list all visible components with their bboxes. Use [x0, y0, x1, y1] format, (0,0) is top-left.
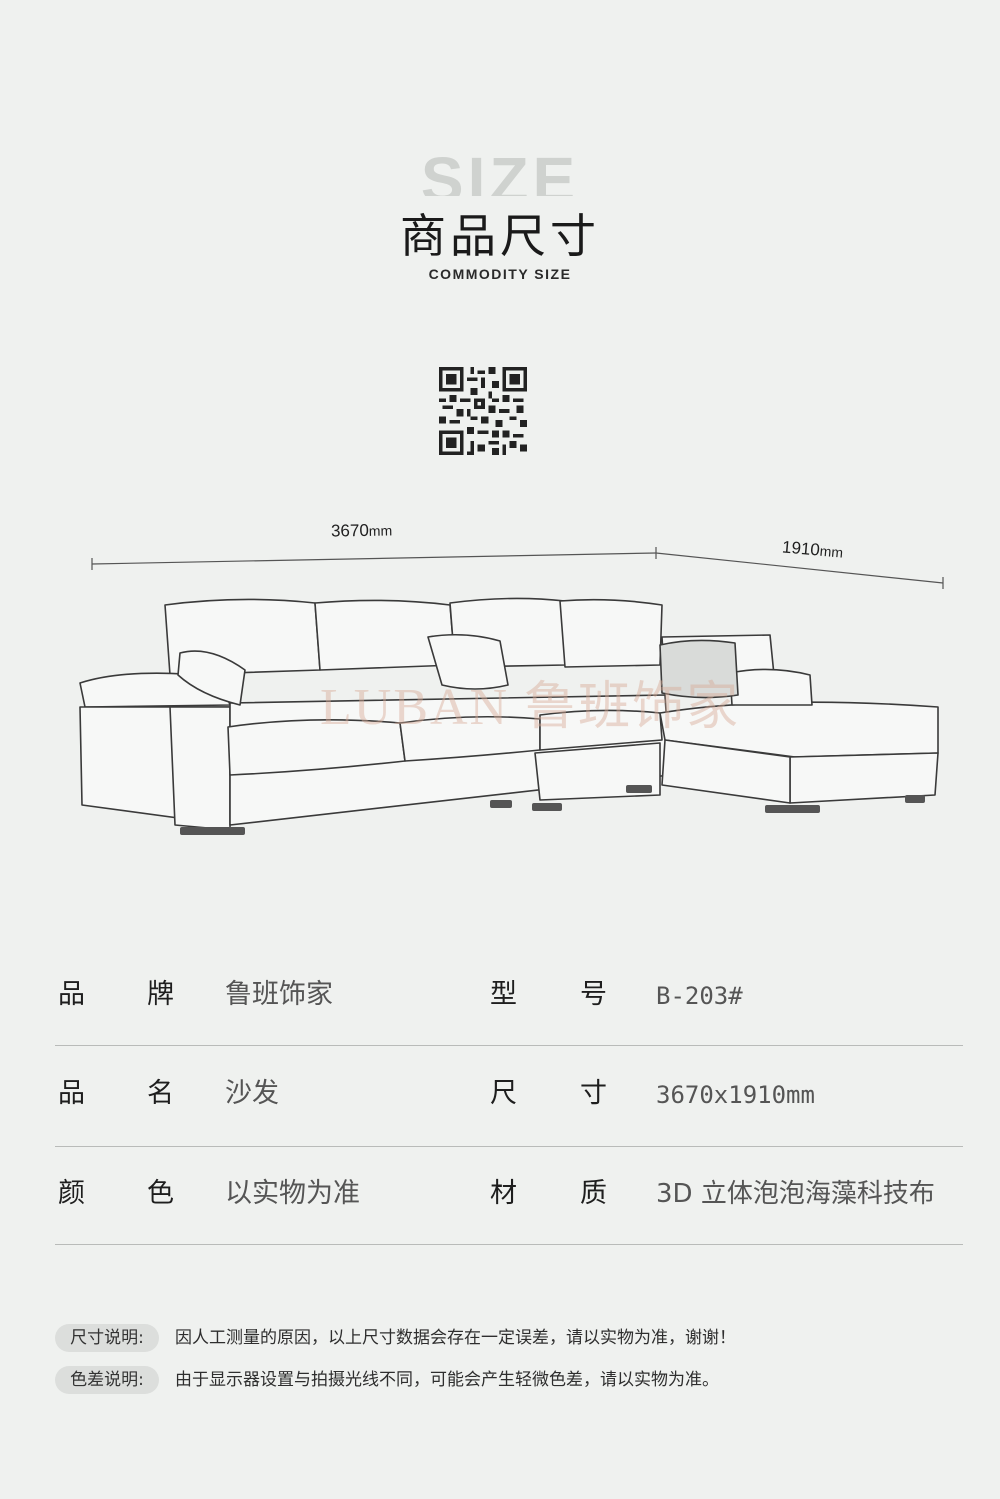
spec-label-model-b: 号: [580, 979, 607, 1010]
spec-divider: [55, 1045, 963, 1046]
spec-divider: [55, 1244, 963, 1245]
spec-value-material: 3D 立体泡泡海藻科技布: [656, 1179, 935, 1209]
note-tag-color: 色差说明:: [55, 1366, 159, 1394]
spec-value-brand: 鲁班饰家: [225, 979, 333, 1010]
sofa-sketch-image: [79, 597, 939, 835]
spec-label-material-b: 质: [580, 1178, 607, 1209]
dimension-lines: [91, 547, 944, 589]
spec-label-color-b: 色: [147, 1178, 174, 1209]
note-text-size: 因人工测量的原因，以上尺寸数据会存在一定误差，请以实物为准，谢谢！: [175, 1328, 736, 1348]
spec-value-name: 沙发: [225, 1078, 279, 1109]
spec-divider: [55, 1146, 963, 1147]
length-dimension-label: 3670mm: [330, 520, 393, 541]
spec-label-size-a: 尺: [490, 1078, 517, 1109]
spec-label-color-a: 颜: [58, 1178, 85, 1209]
note-text-color: 由于显示器设置与拍摄光线不同，可能会产生轻微色差，请以实物为准。: [175, 1370, 719, 1390]
spec-value-color: 以实物为准: [225, 1178, 360, 1209]
page-subtitle: COMMODITY SIZE: [428, 266, 572, 282]
spec-value-size: 3670x1910mm: [656, 1081, 815, 1109]
qr-code-icon[interactable]: [439, 367, 527, 455]
brand-watermark: LUBAN 鲁班饰家: [320, 679, 741, 736]
spec-label-brand-a: 品: [58, 979, 85, 1010]
spec-label-size-b: 寸: [580, 1078, 607, 1109]
spec-label-brand-b: 牌: [147, 979, 174, 1010]
spec-label-name-b: 名: [147, 1078, 174, 1109]
spec-label-name-a: 品: [58, 1078, 85, 1109]
spec-value-model: B-203#: [656, 982, 743, 1010]
note-tag-size: 尺寸说明:: [55, 1324, 159, 1352]
size-background-word: SIZE: [420, 148, 580, 196]
page-title: 商品尺寸: [400, 209, 600, 263]
spec-label-material-a: 材: [490, 1178, 517, 1209]
spec-label-model-a: 型: [490, 979, 517, 1010]
width-dimension-line: [655, 552, 944, 584]
length-dimension-line: [91, 552, 657, 565]
